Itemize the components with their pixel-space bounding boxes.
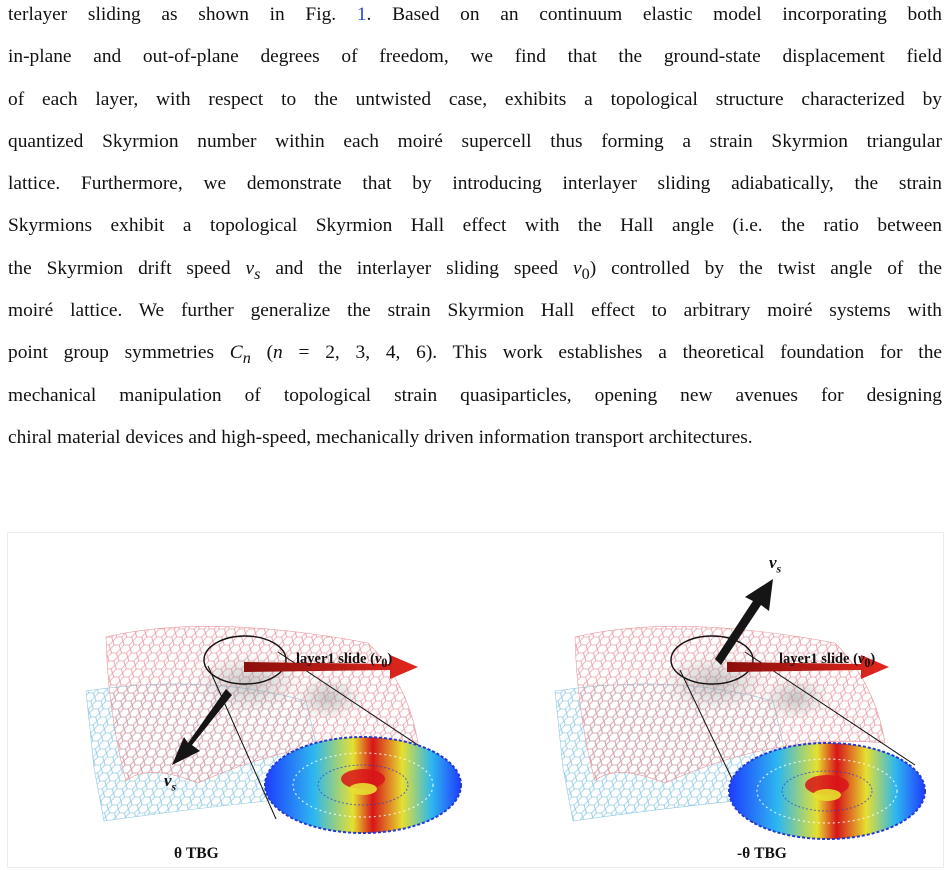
panel-caption: θ TBG (174, 845, 219, 862)
paragraph-line-6: Skyrmions exhibit a topological Skyrmion… (8, 215, 942, 237)
moire-region-ellipse (203, 635, 287, 685)
math-var: v (573, 257, 582, 279)
line-text: ( (250, 342, 274, 364)
math-var: n (273, 342, 283, 364)
figure-panel-right: layer1 slide (v0) vs -θ TBG (475, 533, 943, 867)
figure-ref-link[interactable]: 1 (356, 4, 367, 25)
math-sub: s (171, 779, 177, 794)
figure-panel-left: layer1 slide (v0) vs θ TBG (8, 533, 476, 867)
slide-label: layer1 slide (v0) (779, 651, 876, 670)
math-var: v (374, 651, 382, 667)
slide-arrow (244, 655, 418, 679)
panel-caption: -θ TBG (737, 845, 787, 862)
vs-arrow (715, 579, 773, 665)
math-sub: n (242, 350, 251, 368)
paragraph-line-10: mechanical manipulation of topological s… (8, 384, 942, 406)
paragraph: terlayer sliding as shown in Fig. 1. Bas… (8, 0, 942, 465)
vs-arrow (172, 689, 232, 765)
math-var: v (245, 257, 255, 279)
line-text: . Based on an continuum elastic model in… (366, 4, 942, 25)
line-text: ) controlled by the twist angle of the (589, 257, 942, 279)
slide-arrow (727, 655, 889, 679)
slide-label-text: layer1 slide ( (779, 651, 858, 667)
panel-illustration (554, 579, 926, 840)
paragraph-line-1: terlayer sliding as shown in Fig. 1. Bas… (8, 0, 942, 42)
line-text: = 2, 3, 4, 6). This work establishes a t… (282, 342, 942, 364)
line-text: terlayer sliding as shown in Fig. (8, 4, 357, 25)
line-text: and the interlayer sliding speed (260, 257, 573, 279)
figure: layer1 slide (v0) vs θ TBG (7, 532, 944, 868)
vs-label: vs (769, 553, 781, 576)
math-sub: 0 (581, 265, 590, 283)
math-sub: 0 (381, 655, 388, 670)
math-sub: 0 (864, 655, 871, 670)
vs-label: vs (164, 771, 176, 794)
math-var: v (857, 651, 865, 667)
slide-label: layer1 slide (v0) (296, 651, 393, 670)
panel-illustration (85, 626, 462, 834)
moire-region-ellipse (670, 635, 754, 685)
paragraph-line-11: chiral material devices and high-speed, … (8, 426, 753, 448)
line-text: point group symmetries (8, 342, 230, 364)
math-var: v (769, 553, 777, 572)
paragraph-line-7: the Skyrmion drift speed vs and the inte… (8, 254, 942, 296)
math-sub: s (254, 265, 261, 283)
line-text: the Skyrmion drift speed (8, 257, 246, 279)
math-sub: s (776, 561, 782, 576)
paragraph-line-9: point group symmetries Cn (n = 2, 3, 4, … (8, 338, 942, 380)
paragraph-line-2: in-plane and out-of-plane degrees of fre… (8, 46, 942, 68)
paragraph-line-8: moiré lattice. We further generalize the… (8, 300, 942, 322)
paragraph-line-4: quantized Skyrmion number within each mo… (8, 130, 942, 152)
paragraph-line-5: lattice. Furthermore, we demonstrate tha… (8, 173, 942, 195)
paragraph-line-3: of each layer, with respect to the untwi… (8, 88, 942, 110)
math-var: C (229, 342, 243, 364)
slide-label-text: layer1 slide ( (296, 651, 375, 667)
math-var: v (164, 771, 172, 790)
